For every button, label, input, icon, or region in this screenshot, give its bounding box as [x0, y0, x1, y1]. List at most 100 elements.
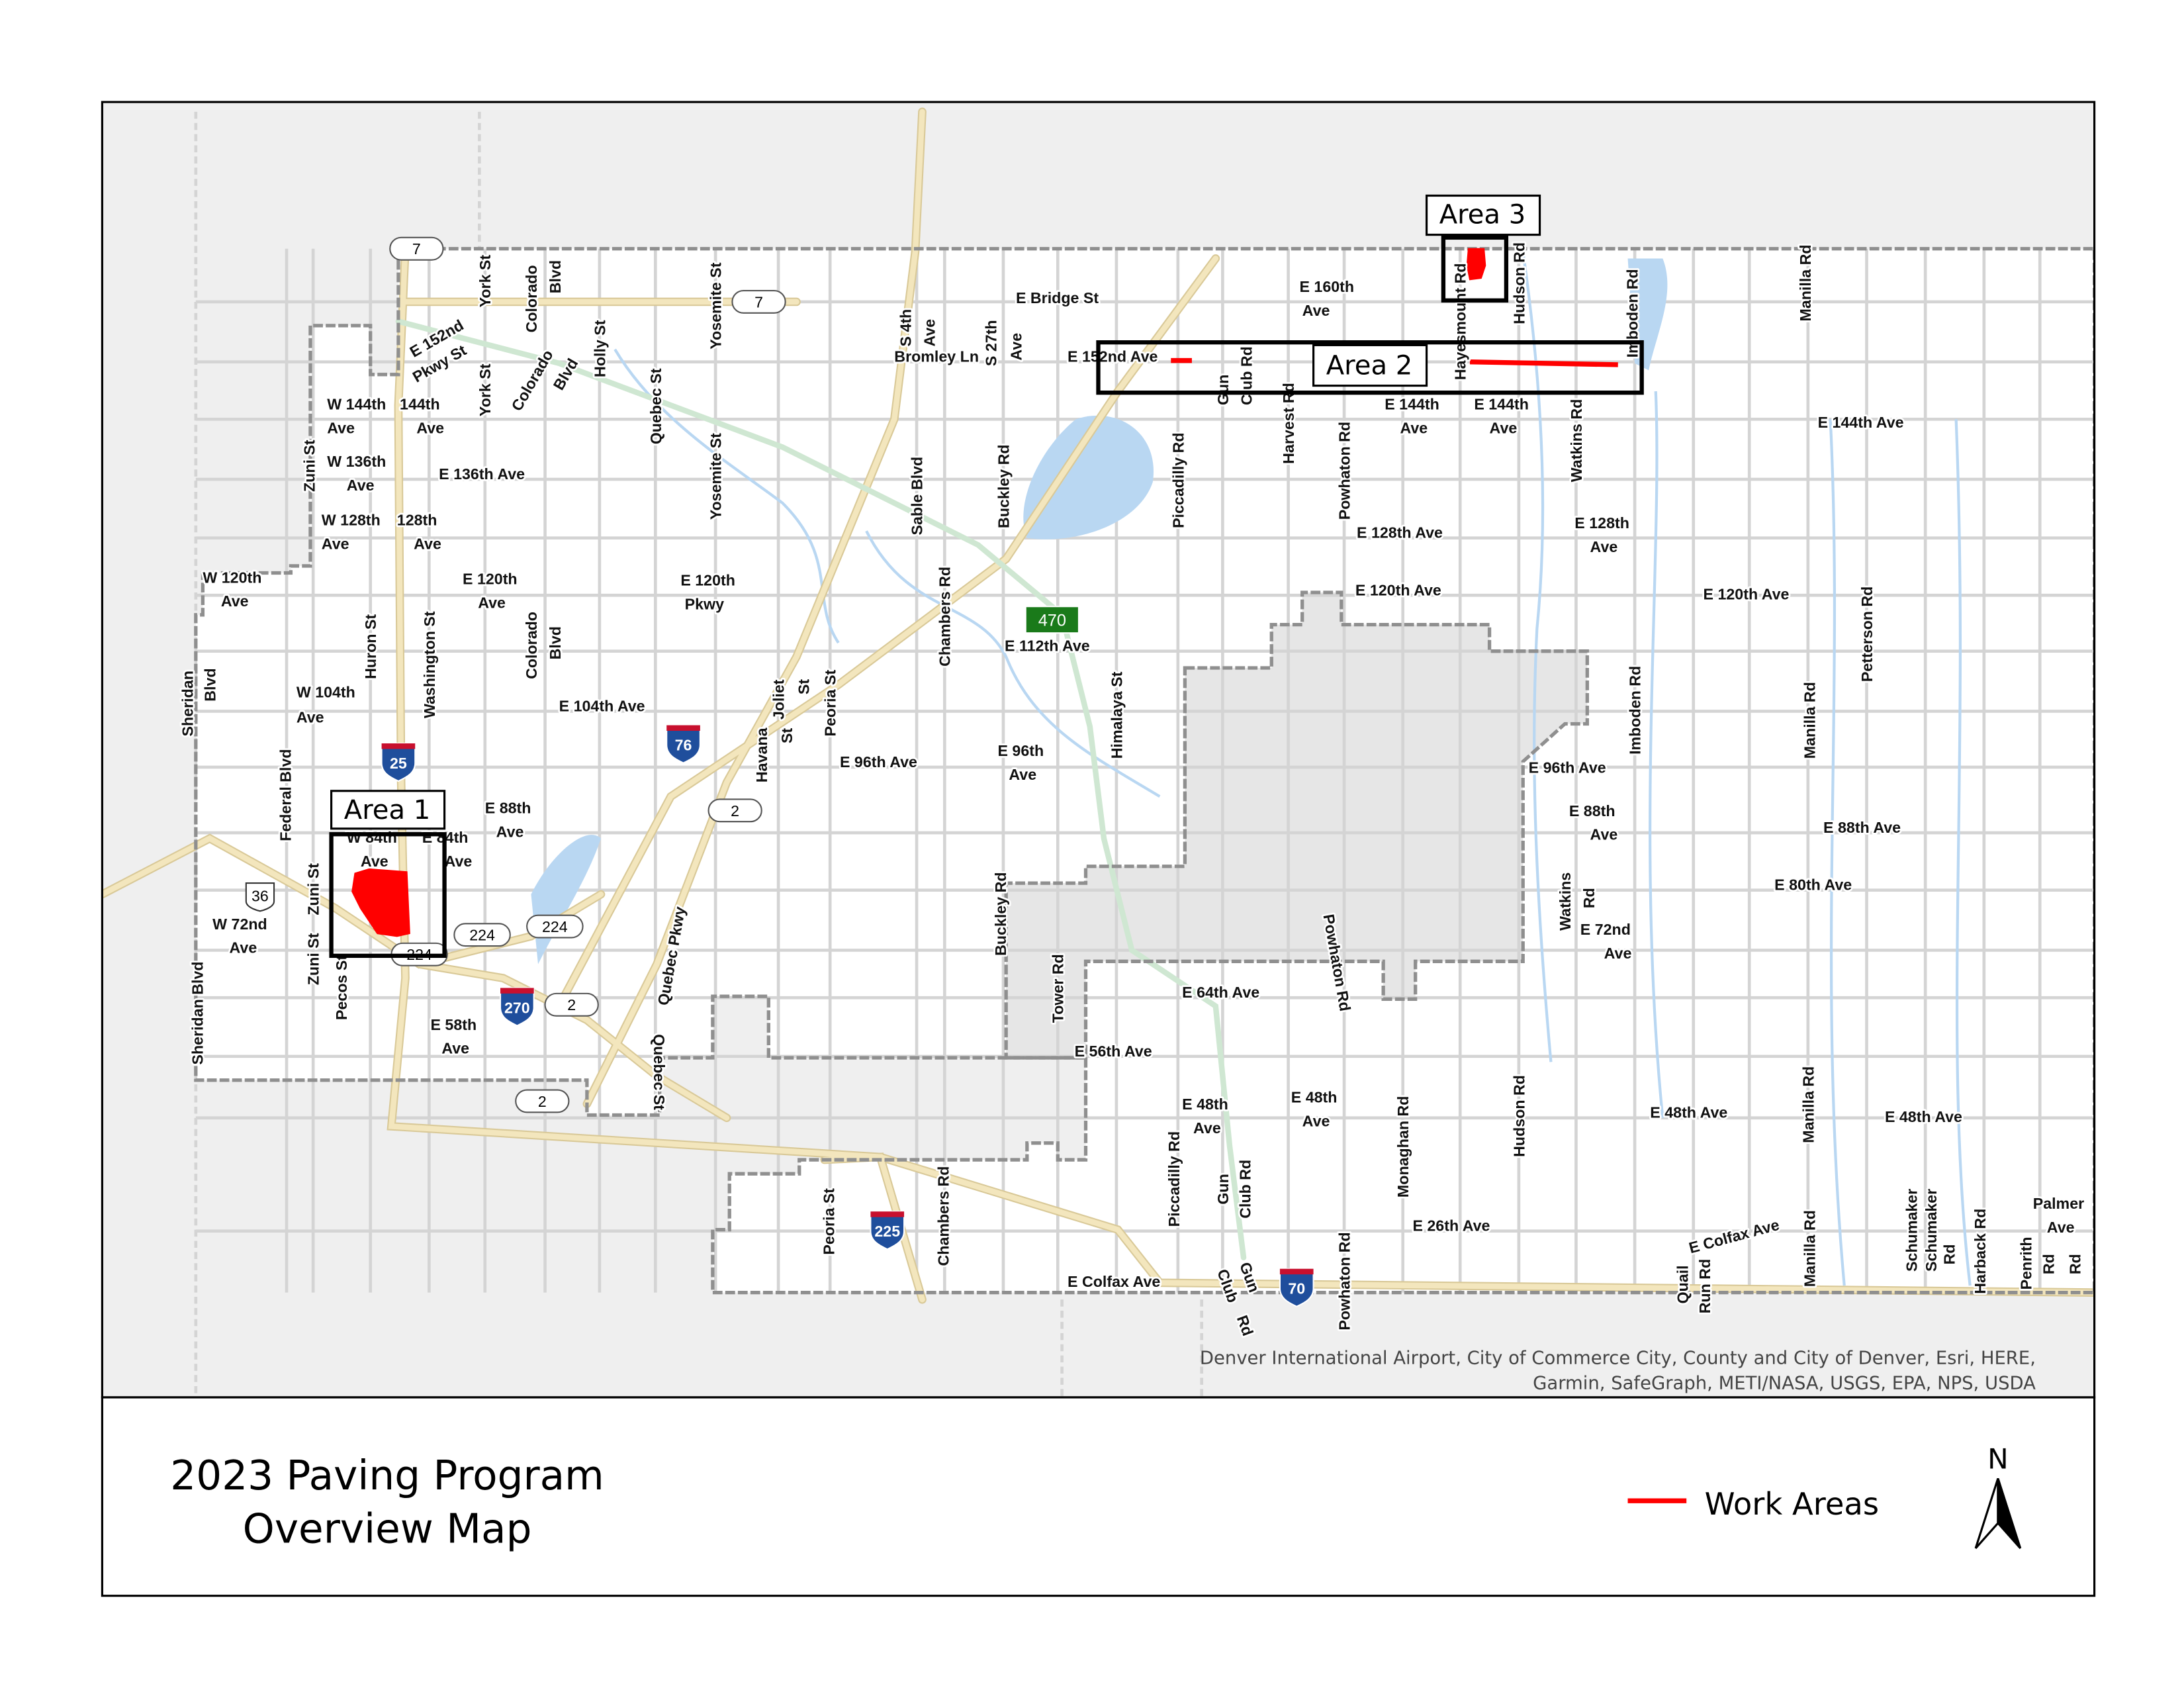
- street-label: E 128th: [1574, 514, 1629, 532]
- street-label: S 27th: [982, 320, 999, 366]
- interstate-number: 76: [675, 737, 692, 754]
- street-label: Peoria St: [822, 670, 839, 737]
- street-label: Schumaker: [1923, 1189, 1940, 1272]
- street-label: 144th: [400, 396, 440, 413]
- route-number: 36: [251, 888, 269, 905]
- street-label: Sheridan: [179, 671, 197, 736]
- e-470-tollway: [395, 318, 1247, 1261]
- street-label: York St: [477, 363, 494, 416]
- street-label: Harvest Rd: [1280, 383, 1297, 464]
- street-label: E 48th: [1291, 1089, 1338, 1106]
- street-label: Quebec St: [647, 368, 664, 444]
- street-label: Hayesmount Rd: [1452, 263, 1469, 380]
- route-number: 2: [567, 996, 576, 1013]
- street-label: Ave: [230, 939, 257, 957]
- creek: [1649, 391, 1664, 1118]
- city-boundary-outline: [194, 247, 2095, 1295]
- area-1-box[interactable]: [329, 832, 447, 959]
- state-route-2-shield-icon: 2: [544, 992, 599, 1017]
- route-number: 2: [731, 802, 739, 820]
- area-1-label: Area 1: [344, 795, 431, 825]
- work-area-3[interactable]: [1466, 248, 1486, 281]
- street-label: Yosemite St: [707, 262, 725, 349]
- interstate-number: 25: [390, 755, 407, 772]
- work-areas-legend-label: Work Areas: [1705, 1486, 1879, 1522]
- street-label: Hudson Rd: [1510, 242, 1527, 324]
- street-label: E 152nd Ave: [1068, 348, 1158, 365]
- street-label: Piccadilly Rd: [1165, 1131, 1183, 1227]
- street-label: Penrith: [2018, 1237, 2035, 1289]
- street-label: Club Rd: [1238, 346, 1255, 405]
- street-label: Ave: [416, 419, 444, 436]
- street-label: Ave: [1009, 766, 1036, 783]
- interstate-225-shield-icon: 225: [870, 1211, 905, 1250]
- street-label: E 144th: [1474, 396, 1529, 413]
- airport-area: [1006, 592, 1588, 1058]
- street-label: Rd: [1580, 888, 1598, 908]
- creek: [1954, 419, 1972, 1286]
- street-label: Peoria St: [821, 1188, 838, 1255]
- street-label: Ave: [2047, 1219, 2075, 1236]
- street-label: Huron St: [362, 614, 379, 679]
- interstate-number: 270: [504, 999, 530, 1016]
- street-label: Quail: [1674, 1265, 1691, 1303]
- street-label: W 84th: [347, 829, 397, 846]
- route-number: 224: [542, 918, 568, 935]
- street-label: Watkins: [1557, 872, 1574, 931]
- street-label: Bromley Ln: [894, 348, 979, 365]
- street-label: Club Rd: [1237, 1160, 1254, 1219]
- street-label: Zuni St: [305, 863, 322, 915]
- street-label: Ave: [1193, 1119, 1221, 1137]
- street-label: Havana: [753, 727, 770, 782]
- street-label: E 144th Ave: [1818, 414, 1904, 431]
- street-label: Pecos St: [333, 955, 350, 1020]
- street-label: Palmer: [2033, 1195, 2084, 1212]
- work-area-2-segment[interactable]: [1469, 359, 1618, 367]
- interstate-number: 70: [1288, 1280, 1305, 1297]
- work-area-1[interactable]: [351, 868, 410, 937]
- north-label: N: [1987, 1443, 2009, 1476]
- street-label: Ave: [1302, 302, 1330, 319]
- route-number: 470: [1038, 612, 1066, 630]
- area-3-box[interactable]: [1441, 235, 1509, 303]
- street-label: E 48th Ave: [1885, 1108, 1962, 1125]
- street-label: E 88th: [485, 800, 531, 817]
- street-label: E 136th Ave: [439, 465, 525, 483]
- street-label: E 80th Ave: [1774, 876, 1852, 894]
- street-label: Pkwy: [685, 595, 724, 612]
- street-label: Run Rd: [1696, 1259, 1713, 1314]
- street-label: Schumaker: [1903, 1189, 1921, 1272]
- interstate-70-shield-icon: 70: [1279, 1268, 1314, 1307]
- route-number: 224: [469, 927, 495, 944]
- us-route-36-shield-icon: 36: [245, 882, 275, 912]
- street-label: Sable Blvd: [909, 457, 926, 536]
- state-route-7-shield-icon: 7: [389, 236, 444, 261]
- street-label: Tower Rd: [1050, 954, 1067, 1023]
- city-area: [195, 248, 2095, 1293]
- area-2-box[interactable]: [1096, 340, 1644, 395]
- street-label: Ave: [478, 594, 506, 611]
- street-label: E Colfax Ave: [1068, 1273, 1160, 1290]
- street-label: Rd: [2040, 1254, 2057, 1274]
- street-label: Joliet: [770, 679, 788, 720]
- street-label: E 112th Ave: [1005, 637, 1090, 655]
- route-number: 7: [754, 293, 763, 310]
- street-label: Powhaton Rd: [1336, 1232, 1353, 1330]
- street-label: Manilla Rd: [1801, 682, 1818, 759]
- route-number: 2: [538, 1093, 547, 1110]
- map-title-line-2: Overview Map: [243, 1505, 532, 1552]
- street-label: Himalaya St: [1108, 671, 1125, 759]
- street-label: Piccadilly Rd: [1169, 432, 1187, 528]
- street-label: Harback Rd: [1972, 1209, 1989, 1294]
- street-label: Manilla Rd: [1801, 1210, 1818, 1287]
- street-label: Gun: [1214, 1174, 1232, 1204]
- street-label: Ave: [445, 853, 473, 870]
- street-label: Monaghan Rd: [1394, 1096, 1412, 1197]
- street-label: Zuni St: [300, 440, 318, 492]
- lake: [1023, 415, 1154, 539]
- street-label: Colorado: [523, 612, 540, 679]
- street-label: E 160th: [1299, 278, 1354, 295]
